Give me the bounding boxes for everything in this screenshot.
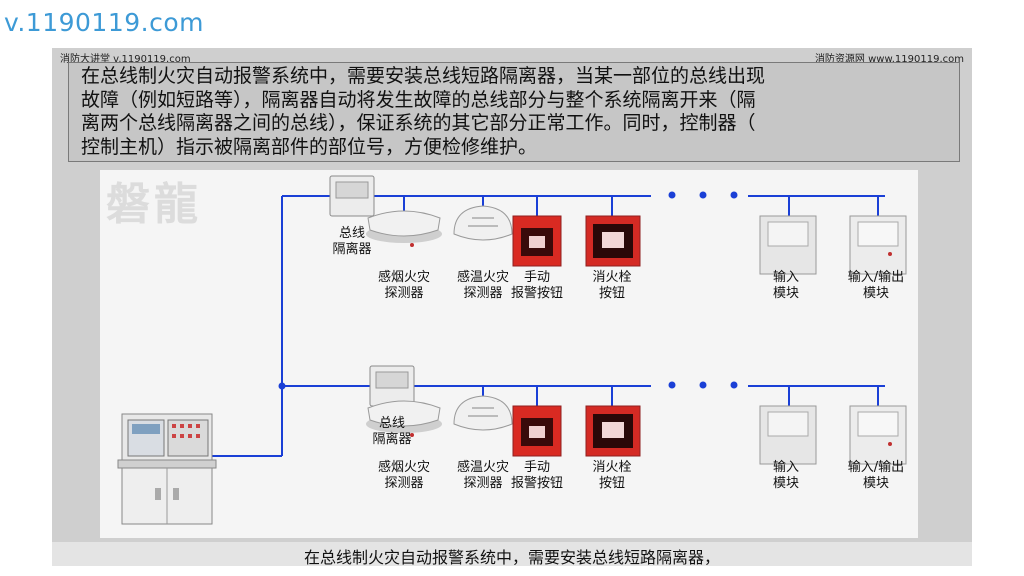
io-module-label: 输入/输出模块 bbox=[847, 460, 905, 491]
subtitle-text: 在总线制火灾自动报警系统中，需要安装总线短路隔离器， bbox=[303, 548, 720, 566]
smoke-detector-label: 感烟火灾探测器 bbox=[377, 460, 430, 491]
continuation-dot bbox=[668, 381, 676, 389]
input-module-icon bbox=[759, 215, 817, 275]
header-left-source: 消防大讲堂 v.1190119.com bbox=[60, 54, 191, 65]
watermark: 磐龍 bbox=[106, 179, 202, 230]
input-module-label: 输入模块 bbox=[772, 270, 799, 301]
io-module-label: 输入/输出模块 bbox=[847, 270, 905, 301]
control-panel-icon bbox=[117, 413, 217, 525]
intro-line: 控制主机）指示被隔离部件的部位号，方便检修维护。 bbox=[81, 135, 538, 158]
manual-alarm-button-icon bbox=[512, 215, 562, 267]
heat-detector-icon bbox=[453, 205, 513, 241]
heat-detector-label: 感温火灾探测器 bbox=[456, 270, 509, 301]
header-right-source: 消防资源网 www.1190119.com bbox=[814, 54, 964, 65]
isolator-icon bbox=[329, 175, 375, 217]
hydrant-button-label: 消火栓按钮 bbox=[592, 270, 632, 301]
intro-text-box: 在总线制火灾自动报警系统中，需要安装总线短路隔离器，当某一部位的总线出现 故障（… bbox=[68, 62, 960, 162]
continuation-dot bbox=[699, 191, 707, 199]
heat-detector-label: 感温火灾探测器 bbox=[456, 460, 509, 491]
continuation-dot bbox=[668, 191, 676, 199]
site-logo: v.1190119.com bbox=[4, 8, 204, 37]
hydrant-button-label: 消火栓按钮 bbox=[592, 460, 632, 491]
continuation-dot bbox=[730, 191, 738, 199]
smoke-detector-icon bbox=[366, 400, 442, 437]
diagram-lines bbox=[117, 175, 907, 525]
input-module-label: 输入模块 bbox=[772, 460, 799, 491]
continuation-dot bbox=[730, 381, 738, 389]
hydrant-button-icon bbox=[585, 405, 641, 457]
isolator-label: 总线隔离器 bbox=[372, 416, 412, 447]
io-module-icon bbox=[849, 215, 907, 275]
intro-line: 离两个总线隔离器之间的总线），保证系统的其它部分正常工作。同时，控制器（ bbox=[81, 112, 756, 134]
junction-dot bbox=[278, 382, 286, 390]
smoke-detector-label: 感烟火灾探测器 bbox=[377, 270, 430, 301]
bus-system-diagram: 磐龍 bbox=[100, 170, 918, 538]
continuation-dot bbox=[699, 381, 707, 389]
hydrant-button-icon bbox=[585, 215, 641, 267]
io-module-icon bbox=[849, 405, 907, 465]
isolator-icon bbox=[369, 365, 415, 407]
smoke-detector-icon bbox=[366, 210, 442, 247]
manual-alarm-button-label: 手动报警按钮 bbox=[510, 460, 563, 491]
subtitle-bar: 在总线制火灾自动报警系统中，需要安装总线短路隔离器， bbox=[52, 542, 972, 566]
input-module-icon bbox=[759, 405, 817, 465]
slide: 消防大讲堂 v.1190119.com 消防资源网 www.1190119.co… bbox=[52, 48, 972, 566]
intro-line: 在总线制火灾自动报警系统中，需要安装总线短路隔离器，当某一部位的总线出现 bbox=[81, 65, 766, 87]
manual-alarm-button-label: 手动报警按钮 bbox=[510, 270, 563, 301]
heat-detector-icon bbox=[453, 395, 513, 431]
manual-alarm-button-icon bbox=[512, 405, 562, 457]
intro-line: 故障（例如短路等），隔离器自动将发生故障的总线部分与整个系统隔离开来（隔 bbox=[81, 88, 756, 111]
isolator-label: 总线隔离器 bbox=[332, 226, 372, 257]
